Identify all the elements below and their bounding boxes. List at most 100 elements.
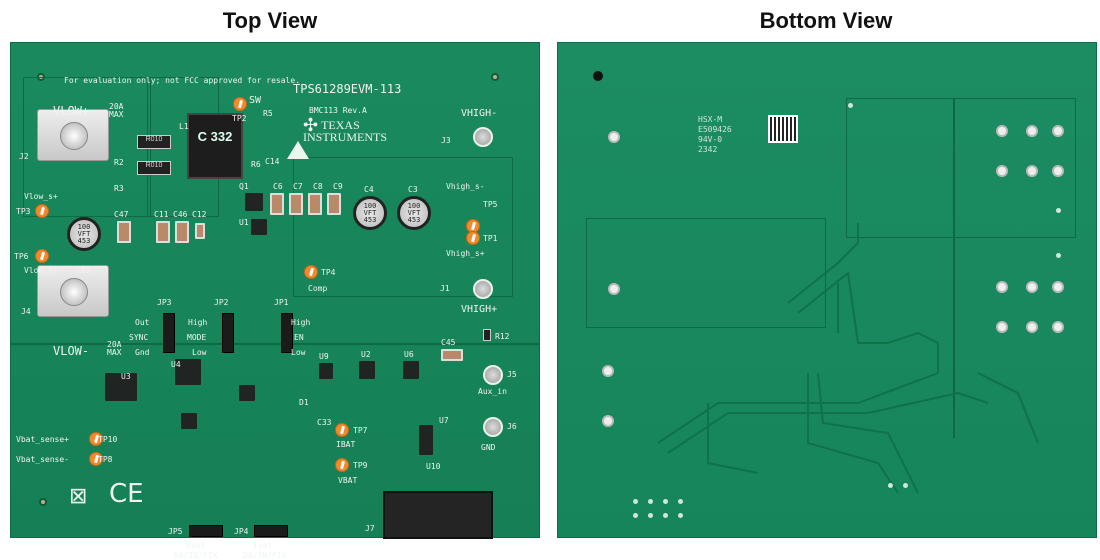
pad [1052,165,1064,177]
ic-u3 [105,373,137,401]
testpoint-tp1[interactable] [466,231,480,245]
capacitor-c13: 100 VFT 453 [67,217,101,251]
qr-code [768,115,798,143]
jumper-jp1[interactable] [281,313,293,353]
label-c3: C3 [408,185,418,194]
testpoint-tp7[interactable] [335,423,349,437]
label-j6: J6 [507,422,517,431]
label-jp3: JP3 [157,298,172,307]
post-j3[interactable] [473,127,493,147]
jumper-jp2[interactable] [222,313,234,353]
via [888,483,893,488]
post-j1[interactable] [473,279,493,299]
label-vbat-sense-minus: Vbat_sense- [16,455,69,464]
jumper-jp5[interactable] [189,525,223,537]
testpoint-tp3[interactable] [35,204,49,218]
marking-line: 94V-0 [698,135,723,144]
testpoint-tp8[interactable] [89,452,103,466]
label-gnd: Gnd [135,348,150,357]
testpoint-tp9[interactable] [335,458,349,472]
capacitor-c12 [195,223,205,239]
label-l1: L1 [179,122,189,131]
via [848,103,853,108]
label-tp1: TP1 [483,234,498,243]
via [633,499,638,504]
label-u4: U4 [171,360,181,369]
label-low: Low [291,348,306,357]
label-c8: C8 [313,182,323,191]
mosfet-q1 [245,193,263,211]
ic-u4 [175,359,201,385]
capacitor-marking: 100 VFT 453 [407,201,421,224]
testpoint-tp6[interactable] [35,249,49,263]
label-u9: U9 [319,352,329,361]
via [663,513,668,518]
resistor-r12 [483,329,491,341]
pad [602,365,614,377]
via [678,499,683,504]
testpoint-tp2[interactable] [233,97,247,111]
header-j7[interactable] [383,491,493,539]
copper-zone [953,98,955,438]
jumper-jp3[interactable] [163,313,175,353]
traces [657,223,1039,494]
label-20a-max: 20A MAX [109,102,124,119]
post-j5[interactable] [483,365,503,385]
label-vlow-s-plus: Vlow_s+ [24,192,58,201]
label-c4: C4 [364,185,374,194]
pad [1026,125,1038,137]
label-c6: C6 [273,182,283,191]
marking-line: E509426 [698,125,732,134]
capacitor-marking: 100 VFT 453 [77,222,91,245]
pcb-top-view: For evaluation only; not FCC approved fo… [10,42,540,560]
label-j1: J1 [440,284,450,293]
label-r3: R3 [114,184,124,193]
post-j6[interactable] [483,417,503,437]
pad [996,321,1008,333]
top-view-title: Top View [222,8,318,33]
label-high: High [291,318,311,327]
pad [996,281,1008,293]
via [903,483,908,488]
label-sw: SW [249,95,262,106]
label-out: Out [135,318,150,327]
pad [602,415,614,427]
disclaimer-text: For evaluation only; not FCC approved fo… [64,76,301,85]
pad [1052,281,1064,293]
mount-hole [593,71,603,81]
label-tp3: TP3 [16,207,31,216]
label-j2: J2 [19,152,29,161]
label-u2: U2 [361,350,371,359]
label-u6: U6 [404,350,414,359]
ic-u2 [359,361,375,379]
testpoint-tp10[interactable] [89,432,103,446]
label-r12: R12 [495,332,510,341]
testpoint-tp4[interactable] [304,265,318,279]
weee-bin-icon: ⊠ [69,483,88,508]
label-jp4: JP4 [234,527,249,536]
label-tp5: TP5 [483,200,498,209]
label-vlow-plus: VLOW+ [53,104,90,118]
via [663,499,668,504]
label-u10: U10 [426,462,441,471]
capacitor-c46 [175,221,189,243]
ic-u6 [403,361,419,379]
label-vset-modes: DA/IN/FIX [174,551,218,560]
label-u7: U7 [439,416,449,425]
label-tp9: TP9 [353,461,368,470]
label-c46: C46 [173,210,188,219]
label-c12: C12 [192,210,207,219]
label-vset: Vset [186,541,206,550]
capacitor-c6 [270,193,284,215]
label-u1: U1 [239,218,249,227]
label-c45: C45 [441,338,456,347]
jumper-jp4[interactable] [254,525,288,537]
label-en: EN [294,333,304,342]
pcb-bottom-view: HSX-M E509426 94V-0 2342 [557,42,1097,538]
label-r6: R6 [251,160,261,169]
label-vlow-s-minus: Vlow_s- [24,266,58,275]
pad [608,283,620,295]
copper-zone [293,157,513,297]
label-sync: SYNC [129,333,149,342]
